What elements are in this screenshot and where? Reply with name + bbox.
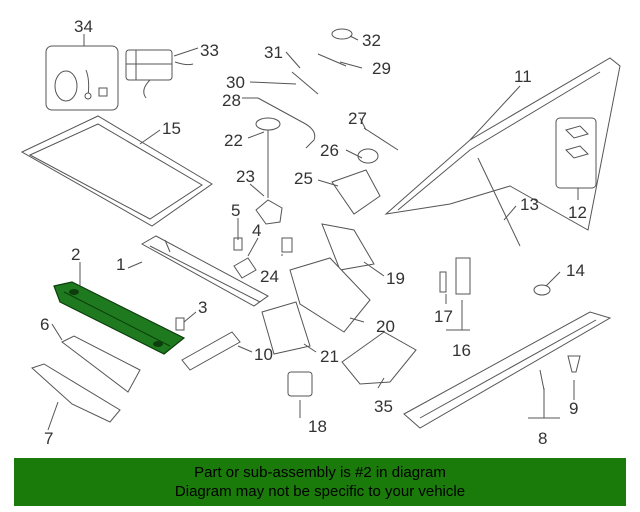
callout-9: 9 — [569, 399, 578, 418]
tool-parts — [255, 28, 353, 225]
callout-4: 4 — [252, 221, 261, 240]
callout-16: 16 — [452, 341, 471, 360]
part-35-bracket — [341, 331, 417, 385]
part-13-strut — [477, 157, 521, 247]
callout-10: 10 — [254, 345, 273, 364]
callout-28: 28 — [222, 91, 241, 110]
callout-11: 11 — [514, 67, 532, 86]
parts-diagram: 2 1 3 4 5 6 7 8 9 10 11 12 13 14 15 16 1… — [20, 17, 621, 448]
callout-26: 26 — [320, 141, 339, 160]
callout-19: 19 — [386, 269, 405, 288]
banner-line-1: Part or sub-assembly is #2 in diagram — [194, 464, 446, 481]
part-2-highlighted-panel — [53, 281, 186, 355]
callout-31: 31 — [264, 43, 283, 62]
part-34-contents — [54, 69, 108, 102]
fasteners — [175, 237, 293, 331]
part-16-latch — [455, 257, 471, 295]
part-33-compressor — [125, 49, 194, 99]
callout-6: 6 — [40, 315, 49, 334]
info-banner: Part or sub-assembly is #2 in diagram Di… — [14, 458, 626, 506]
part-6-side-trim — [61, 335, 141, 393]
callout-22: 22 — [224, 131, 243, 150]
part-20-housing — [289, 257, 371, 333]
callout-14: 14 — [566, 261, 585, 280]
part-1-trim-panel — [140, 235, 269, 307]
callout-3: 3 — [198, 298, 207, 317]
callout-12: 12 — [568, 203, 587, 222]
part-12-kit-box — [555, 117, 597, 189]
part-18-plug — [287, 371, 313, 397]
callout-34: 34 — [74, 17, 93, 36]
callout-20: 20 — [376, 317, 395, 336]
callout-7: 7 — [44, 429, 53, 448]
leader-lines — [47, 34, 579, 431]
callout-15: 15 — [162, 119, 181, 138]
part-9-clip — [567, 355, 581, 373]
callout-2: 2 — [71, 245, 80, 264]
callout-27: 27 — [348, 109, 367, 128]
callout-32: 32 — [362, 31, 381, 50]
callout-35: 35 — [374, 397, 393, 416]
part-21-box — [261, 301, 311, 355]
jack-parts — [331, 127, 399, 215]
callout-5: 5 — [231, 201, 240, 220]
part-7-lower-trim — [31, 363, 121, 423]
callout-21: 21 — [320, 347, 339, 366]
callout-18: 18 — [308, 417, 327, 436]
part-14-bumper — [533, 284, 551, 296]
callout-23: 23 — [236, 167, 255, 186]
callout-17: 17 — [434, 307, 453, 326]
callout-30: 30 — [226, 73, 245, 92]
banner-line-2: Diagram may not be specific to your vehi… — [174, 483, 466, 500]
callout-numbers: 2 1 3 4 5 6 7 8 9 10 11 12 13 14 15 16 1… — [40, 17, 587, 448]
part-17-clip — [439, 271, 447, 293]
callout-33: 33 — [200, 41, 219, 60]
callout-25: 25 — [294, 169, 313, 188]
part-15-cargo-floor — [20, 115, 213, 227]
callout-29: 29 — [372, 59, 391, 78]
part-19-bracket — [321, 223, 375, 271]
part-10-bracket — [181, 331, 241, 371]
callout-13: 13 — [520, 195, 539, 214]
callout-8: 8 — [538, 429, 547, 448]
callout-24: 24 — [260, 267, 279, 286]
callout-1: 1 — [116, 255, 125, 274]
